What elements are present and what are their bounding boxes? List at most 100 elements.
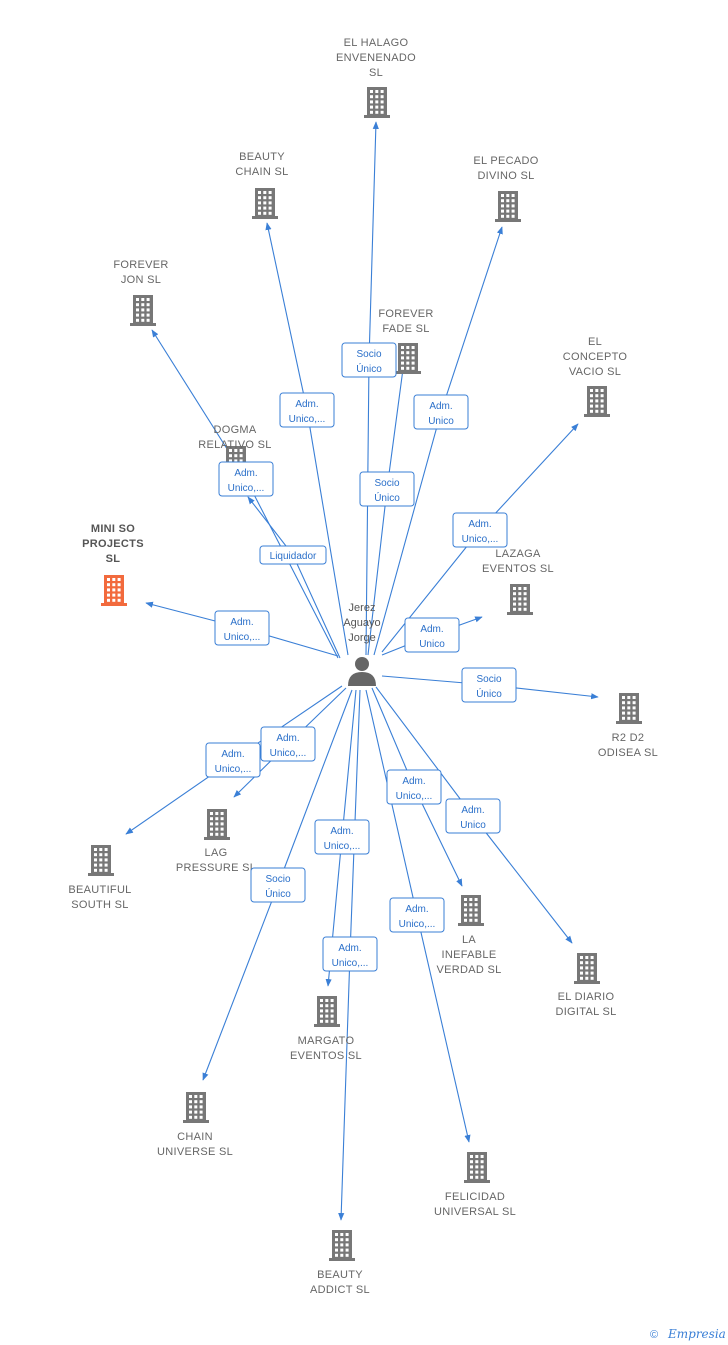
relation-label: Adm. — [295, 399, 318, 410]
company-label: SL — [369, 67, 383, 79]
edge-beauty-chain — [265, 222, 349, 656]
relation-label: Adm. — [276, 733, 299, 744]
company-label: RELATIVO SL — [198, 439, 271, 451]
relation-box-felicidad[interactable]: Adm.Unico,... — [389, 897, 445, 933]
building-icon — [584, 386, 610, 417]
relation-box-margato[interactable]: Adm.Unico,... — [314, 819, 370, 855]
building-icon — [574, 953, 600, 984]
company-label: UNIVERSAL SL — [434, 1206, 516, 1218]
company-label: VACIO SL — [569, 366, 621, 378]
relation-label: Adm. — [230, 617, 253, 628]
relation-label: Liquidador — [270, 551, 317, 562]
company-node-lazaga[interactable]: LAZAGA EVENTOS SL — [482, 548, 554, 615]
relation-box-forever-jon[interactable]: Adm. Unico,... — [218, 461, 274, 497]
relation-box-dogma[interactable]: Liquidador — [259, 545, 327, 565]
relation-label: Unico — [428, 416, 454, 427]
relation-box-el-pecado[interactable]: Adm. Unico — [413, 394, 469, 430]
relation-box-el-concepto[interactable]: Adm.Unico,... — [452, 512, 508, 548]
company-label: ODISEA SL — [598, 747, 658, 759]
company-node-el-diario[interactable]: EL DIARIO DIGITAL SL — [555, 953, 616, 1018]
relation-label: Unico — [460, 820, 486, 831]
company-label: DOGMA — [213, 424, 256, 436]
company-node-mini-so[interactable]: MINI SO PROJECTS SL — [82, 523, 144, 606]
company-label: EVENTOS SL — [290, 1050, 362, 1062]
relation-label: Adm. — [405, 904, 428, 915]
building-icon — [507, 584, 533, 615]
building-icon — [314, 996, 340, 1027]
relation-label: Único — [476, 687, 502, 700]
relation-box-beauty-addict[interactable]: Adm.Unico,... — [322, 936, 378, 972]
relation-label: Adm. — [429, 401, 452, 412]
company-label: MARGATO — [298, 1035, 355, 1047]
person-label: Jerez — [349, 602, 376, 614]
building-icon — [130, 295, 156, 326]
relation-label: Socio — [374, 478, 399, 489]
relation-label: Adm. — [330, 826, 353, 837]
company-node-la-inefable[interactable]: LA INEFABLE VERDAD SL — [436, 895, 501, 976]
building-icon — [364, 87, 390, 118]
company-label: DIGITAL SL — [555, 1006, 616, 1018]
relation-box-beauty-chain[interactable]: Adm.Unico,... — [279, 392, 335, 428]
relation-label: Único — [374, 491, 400, 504]
relation-label: Unico,... — [215, 764, 252, 775]
relation-label: Socio — [476, 674, 501, 685]
building-icon — [88, 845, 114, 876]
relation-box-el-diario[interactable]: Adm. Unico — [445, 798, 501, 834]
company-label: UNIVERSE SL — [157, 1146, 233, 1158]
relation-label: Adm. — [420, 624, 443, 635]
company-label: LA — [462, 934, 476, 946]
relation-box-la-inefable[interactable]: Adm.Unico,... — [386, 769, 442, 805]
relation-label: Socio — [265, 874, 290, 885]
relation-box-lazaga[interactable]: Adm.Unico — [404, 617, 460, 653]
company-label: VERDAD SL — [436, 964, 501, 976]
relation-label: Adm. — [468, 519, 491, 530]
company-label: PROJECTS — [82, 538, 144, 550]
relation-label: Adm. — [461, 805, 484, 816]
relation-label: Socio — [356, 349, 381, 360]
edge-el-halago — [365, 121, 379, 656]
building-icon — [101, 575, 127, 606]
company-node-margato[interactable]: MARGATO EVENTOS SL — [290, 996, 362, 1062]
relation-label: Unico,... — [332, 958, 369, 969]
relation-box-mini-so[interactable]: Adm.Unico,... — [214, 610, 270, 646]
relations-layer: SocioÚnicoAdm.Unico,...Adm.UnicoAdm.Unic… — [205, 342, 517, 972]
company-label: LAZAGA — [495, 548, 541, 560]
company-label: DIVINO SL — [477, 170, 534, 182]
company-label: FADE SL — [382, 323, 429, 335]
building-icon — [252, 188, 278, 219]
relation-box-lag[interactable]: Adm. Unico,... — [260, 726, 316, 762]
copyright-symbol: © — [650, 1329, 658, 1341]
relation-box-beautiful-south[interactable]: Adm. Unico,... — [205, 742, 261, 778]
relation-label: Unico,... — [270, 748, 307, 759]
relation-label: Adm. — [221, 749, 244, 760]
company-label: MINI SO — [91, 523, 135, 535]
company-label: SL — [106, 553, 121, 565]
building-icon — [458, 895, 484, 926]
relation-label: Adm. — [234, 468, 257, 479]
company-label: EVENTOS SL — [482, 563, 554, 575]
relation-label: Único — [356, 362, 382, 375]
company-label: BEAUTIFUL — [68, 884, 131, 896]
company-node-dogma[interactable]: DOGMA RELATIVO SL — [198, 424, 271, 477]
company-label: INEFABLE — [442, 949, 497, 961]
company-label: LAG — [205, 847, 228, 859]
company-label: EL DIARIO — [558, 991, 615, 1003]
relation-label: Unico,... — [228, 483, 265, 494]
